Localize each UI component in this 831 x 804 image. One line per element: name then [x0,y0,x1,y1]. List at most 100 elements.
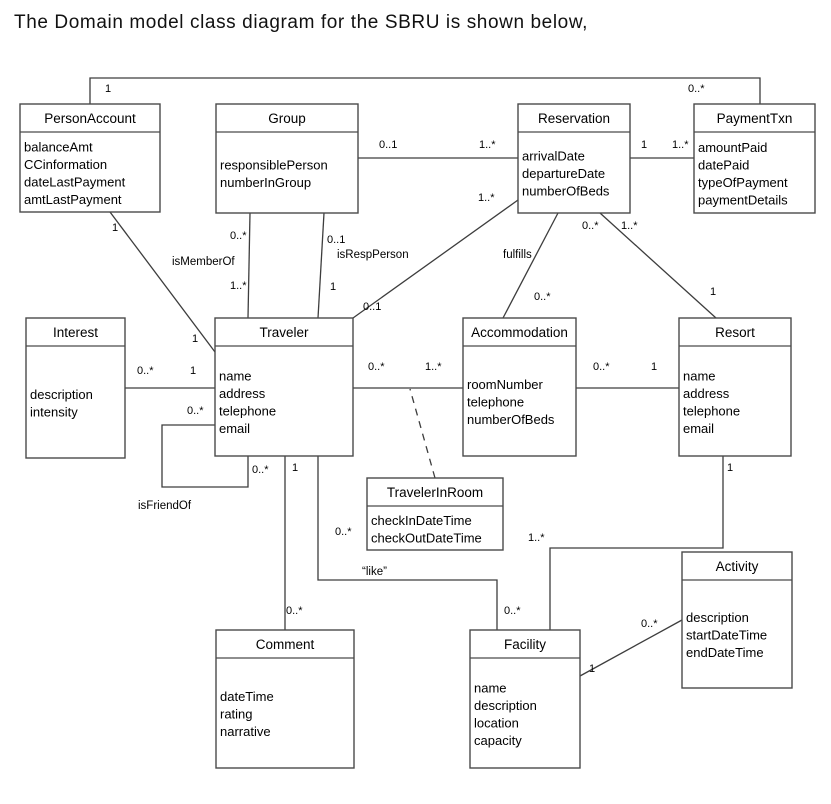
role-label: “like” [362,566,387,578]
class-attribute: address [219,386,266,401]
multiplicity-label: 0..1 [379,139,397,151]
class-attribute: telephone [467,395,524,410]
multiplicity-label: 0..* [230,230,247,242]
multiplicity-label: 1..* [621,220,638,232]
class-attribute: balanceAmt [24,139,93,154]
class-attribute: name [683,368,716,383]
multiplicity-label: 1 [330,281,336,293]
class-attribute: rating [220,707,253,722]
class-attribute: numberOfBeds [522,184,610,199]
multiplicity-label: 1 [190,365,196,377]
association-traveler-isfriendof [161,424,249,488]
association-travelerinroom-link [409,388,436,479]
class-attribute: amountPaid [698,140,767,155]
multiplicity-label: 1 [292,462,298,474]
class-box-paymenttxn[interactable]: PaymentTxnamountPaiddatePaidtypeOfPaymen… [693,103,816,214]
class-attribute: email [219,421,250,436]
association-group-traveler-member [247,212,251,319]
class-name: Resort [715,325,755,340]
multiplicity-label: 0..* [504,605,521,617]
class-name: Comment [256,637,315,652]
multiplicity-label: 1 [641,139,647,151]
multiplicity-label: 0..* [137,365,154,377]
class-box-reservation[interactable]: ReservationarrivalDatedepartureDatenumbe… [517,103,631,214]
multiplicity-label: 1..* [230,280,247,292]
class-attribute: checkOutDateTime [371,530,482,545]
class-attribute: roomNumber [467,377,544,392]
class-attribute: paymentDetails [698,192,788,207]
multiplicity-label: 1..* [479,139,496,151]
class-box-comment[interactable]: Comment dateTime rating narrative [215,629,355,769]
multiplicity-label: 1 [651,361,657,373]
association-personaccount-paymenttxn [89,77,761,104]
class-name: Traveler [259,325,309,340]
class-attribute: email [683,421,714,436]
multiplicity-label: 1..* [425,361,442,373]
multiplicity-label: 1 [589,663,595,675]
class-name: Group [268,111,306,126]
class-attribute: name [219,368,252,383]
multiplicity-label: 1..* [528,532,545,544]
class-box-group[interactable]: Group responsiblePerson numberInGroup [215,103,359,214]
class-name: Facility [504,637,546,652]
class-box-accommodation[interactable]: Accommodation roomNumber telephone numberOf… [462,317,577,457]
class-attribute: description [686,610,749,625]
role-label: fulfills [503,249,532,261]
class-box-activity[interactable]: Activity description startDateTime endDateT… [681,551,793,689]
class-box-travelerinroom[interactable]: TravelerInRoomcheckInDateTimecheckOutDat… [366,477,504,551]
association-lines-layer [89,77,761,677]
class-attribute: endDateTime [686,645,764,660]
multiplicity-label: 1 [112,222,118,234]
class-attribute: arrivalDate [522,149,585,164]
class-attribute: address [683,386,730,401]
class-name: Accommodation [471,325,568,340]
association-traveler-facility-like [317,456,498,630]
class-attribute: amtLastPayment [24,192,122,207]
association-personaccount-traveler [109,211,216,353]
class-attribute: numberOfBeds [467,412,555,427]
multiplicity-label: 0..1 [327,234,345,246]
multiplicity-label: 1 [727,462,733,474]
class-attribute: intensity [30,404,78,419]
class-attribute: responsiblePerson [220,157,328,172]
multiplicity-label: 1 [192,333,198,345]
multiplicity-label: 1 [105,83,111,95]
association-reservation-accommodation [502,212,559,319]
association-reservation-resort [599,212,717,319]
multiplicity-label: 0..* [582,220,599,232]
class-name: PersonAccount [44,111,136,126]
class-attribute: numberInGroup [220,175,311,190]
class-attribute: description [474,698,537,713]
association-reservation-traveler [352,199,519,319]
class-name: Activity [716,559,759,574]
class-attribute: checkInDateTime [371,513,472,528]
class-box-resort[interactable]: Resort name address telephone email [678,317,792,457]
class-attribute: name [474,680,507,695]
association-group-traveler-resp [317,212,325,319]
multiplicity-label: 0..* [593,361,610,373]
multiplicity-label: 1..* [672,139,689,151]
multiplicity-label: 0..* [286,605,303,617]
class-attribute: telephone [683,403,740,418]
class-attribute: startDateTime [686,628,767,643]
multiplicity-label: 0..* [252,464,269,476]
class-attribute: CCinformation [24,157,107,172]
class-attribute: dateTime [220,689,274,704]
multiplicity-label: 0..* [368,361,385,373]
role-label: isFriendOf [138,500,192,512]
class-attribute: departureDate [522,166,605,181]
role-label: isRespPerson [337,249,409,261]
class-box-personaccount[interactable]: PersonAccountbalanceAmtCCinformationdate… [19,103,161,213]
multiplicity-label: 1..* [478,192,495,204]
multiplicity-label: 0..* [641,618,658,630]
multiplicity-label: 0..* [688,83,705,95]
class-attribute: capacity [474,733,522,748]
multiplicity-label: 1 [710,286,716,298]
class-attribute: narrative [220,724,271,739]
class-attribute: description [30,387,93,402]
